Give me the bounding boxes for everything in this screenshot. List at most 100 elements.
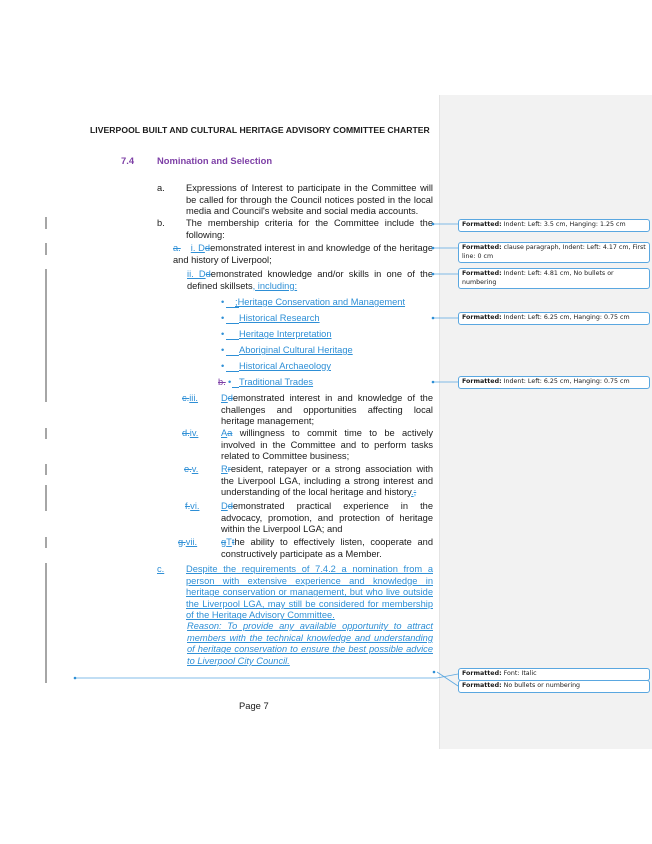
skillset-prefix: ; (235, 297, 238, 307)
balloon-label: Formatted: (462, 682, 502, 689)
deleted-char: d (204, 243, 211, 253)
balloon-label: Formatted: (462, 314, 502, 321)
inserted-tab (226, 339, 239, 340)
deleted-char: d (227, 501, 233, 511)
skillset-text: Heritage Interpretation (239, 329, 332, 341)
inserted-label: iv. (189, 428, 199, 438)
inserted-suffix: , including: (252, 280, 298, 291)
balloon-text: Indent: Left: 3.5 cm, Hanging: 1.25 cm (503, 221, 626, 228)
markup-balloon[interactable]: Formatted: Indent: Left: 6.25 cm, Hangin… (458, 376, 650, 389)
balloon-text: Indent: Left: 6.25 cm, Hanging: 0.75 cm (503, 314, 630, 321)
change-bar (45, 464, 47, 475)
inserted-label: v. (191, 464, 199, 474)
markup-balloon[interactable]: Formatted: Indent: Left: 6.25 cm, Hangin… (458, 312, 650, 325)
item-c-label: c. (157, 564, 165, 574)
item-c-text[interactable]: Despite the requirements of 7.4.2 a nomi… (186, 564, 433, 621)
skillset-label: Heritage Interpretation (239, 329, 332, 339)
deleted-char: a (227, 428, 233, 438)
page-number: Page 7 (239, 700, 269, 711)
anchor-dot (432, 670, 436, 674)
inserted-label: vi. (190, 501, 200, 511)
criteria-vii[interactable]: gTthe ability to effectively listen, coo… (221, 537, 433, 560)
criteria-iii[interactable]: Ddemonstrated interest in and knowledge … (221, 393, 433, 428)
deleted-label: a. (173, 243, 181, 253)
item-b-label: b. (157, 218, 165, 228)
skillset-label: Traditional Trades (239, 377, 314, 387)
criteria-iv-label: d.iv. (182, 428, 218, 440)
deleted-char: d (227, 393, 233, 403)
inserted-tab (226, 323, 239, 324)
change-bar (45, 563, 47, 683)
skillset-label: Historical Research (239, 313, 320, 323)
criteria-text: emonstrated knowledge and/or skills in o… (187, 269, 434, 291)
markup-balloon[interactable]: Formatted: Font: Italic (458, 668, 650, 681)
criteria-i[interactable]: a.i. Ddemonstrated interest in and knowl… (173, 243, 433, 266)
skillset-text: Historical Archaeology (239, 361, 331, 373)
deleted-label: b. (218, 377, 226, 387)
skillset-text: ;Heritage Conservation and Management (235, 297, 405, 309)
balloon-label: Formatted: (462, 221, 502, 228)
anchor-dot (431, 380, 435, 384)
skillset-label: Heritage Conservation and Management (237, 297, 406, 307)
criteria-text: he ability to effectively listen, cooper… (221, 537, 433, 559)
skillset-item[interactable]: •;Heritage Conservation and Management (221, 297, 421, 309)
change-bar (45, 243, 47, 255)
inserted-tab (226, 371, 239, 372)
skillset-item[interactable]: b.•Traditional Trades (218, 377, 421, 389)
criteria-v[interactable]: Rresident, ratepayer or a strong associa… (221, 464, 433, 499)
item-b-text[interactable]: The membership criteria for the Committe… (186, 218, 433, 240)
criteria-iii-label: c.iii. (182, 393, 217, 405)
skillset-label: Historical Archaeology (239, 361, 331, 371)
inserted-suffix: . (411, 487, 414, 498)
skillset-item[interactable]: •Aboriginal Cultural Heritage (221, 345, 421, 357)
criteria-text: emonstrated interest in and knowledge of… (221, 393, 433, 427)
skillset-item[interactable]: •Heritage Interpretation (221, 329, 421, 341)
criteria-vi-label: f.vi. (185, 501, 218, 513)
markup-balloon[interactable]: Formatted: Indent: Left: 4.81 cm, No bul… (458, 268, 650, 289)
bullet-icon: • (221, 361, 225, 371)
inserted-label: vii. (185, 537, 198, 547)
criteria-vii-label: g.vii. (178, 537, 218, 549)
deleted-char: r (227, 464, 231, 474)
criteria-ii[interactable]: ii. Ddemonstrated knowledge and/or skill… (187, 269, 433, 292)
markup-balloon[interactable]: Formatted: clause paragraph, Indent: Lef… (458, 242, 650, 263)
deleted-label: f. (185, 501, 191, 511)
section-number: 7.4 (121, 155, 135, 166)
skillset-item[interactable]: • Historical Archaeology (221, 361, 421, 373)
inserted-tab (232, 387, 239, 388)
markup-pane (439, 95, 652, 749)
criteria-iv[interactable]: Aa willingness to commit time to be acti… (221, 428, 433, 463)
inserted-char: A (221, 428, 228, 438)
inserted-char: D (221, 501, 228, 511)
balloon-label: Formatted: (462, 244, 502, 251)
criteria-v-label: e.v. (184, 464, 220, 476)
inserted-label: iii. (189, 393, 199, 403)
skillset-text: Aboriginal Cultural Heritage (239, 345, 353, 357)
deleted-char: t (231, 537, 235, 547)
balloon-label: Formatted: (462, 378, 502, 385)
deleted-label: e. (184, 464, 192, 474)
change-bar (45, 537, 47, 548)
document-header-title: LIVERPOOL BUILT AND CULTURAL HERITAGE AD… (90, 125, 430, 135)
deleted-char: g (221, 537, 227, 547)
inserted-tab (226, 307, 239, 308)
markup-balloon[interactable]: Formatted: Indent: Left: 3.5 cm, Hanging… (458, 219, 650, 232)
criteria-vi[interactable]: Ddemonstrated practical experience in th… (221, 501, 433, 536)
deleted-suffix: ; (413, 487, 417, 498)
bullet-icon: • (221, 297, 225, 307)
deleted-label: c. (182, 393, 190, 403)
skillset-item[interactable]: • Historical Research (221, 313, 421, 325)
anchor-dot (431, 316, 435, 320)
markup-balloon[interactable]: Formatted: No bullets or numbering (458, 680, 650, 693)
skillset-label: Aboriginal Cultural Heritage (239, 345, 353, 355)
balloon-label: Formatted: (462, 270, 502, 277)
item-a-text[interactable]: Expressions of Interest to participate i… (186, 183, 433, 217)
section-title: Nomination and Selection (157, 155, 273, 166)
anchor-dot (73, 676, 77, 680)
inserted-char: D (221, 393, 228, 403)
criteria-text: willingness to commit time to be activel… (221, 428, 433, 462)
inserted-char: R (221, 464, 228, 474)
item-c-reason[interactable]: Reason: To provide any available opportu… (187, 621, 433, 666)
deleted-label: d. (182, 428, 190, 438)
bullet-icon: • (221, 313, 225, 323)
